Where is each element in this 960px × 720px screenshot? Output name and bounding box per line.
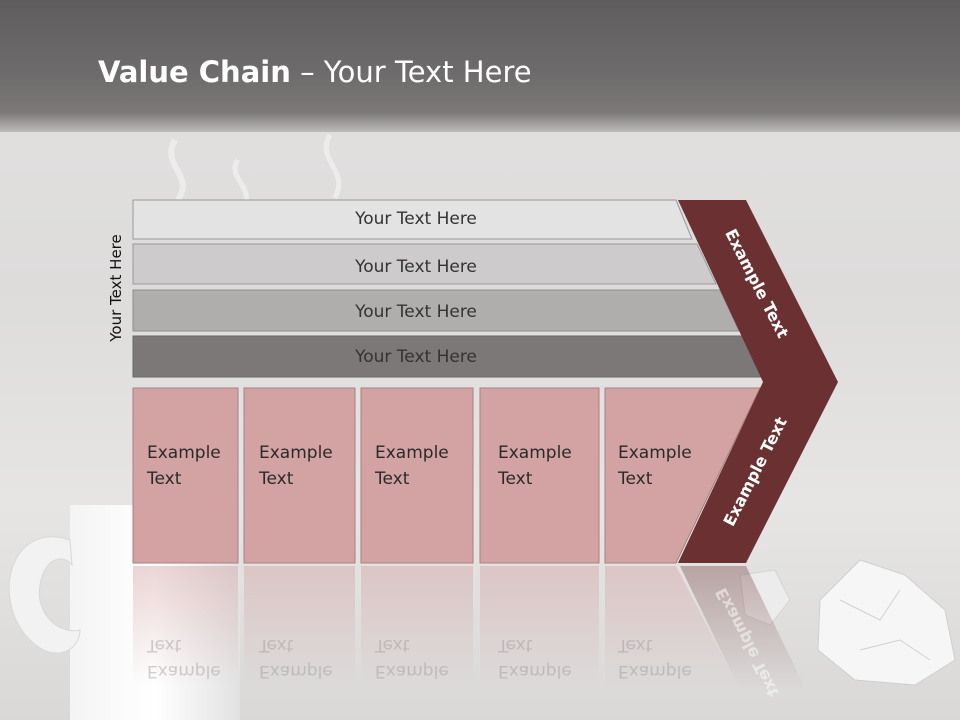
- vertical-side-label: Your Text Here: [107, 234, 125, 342]
- support-row-1: [132, 199, 693, 240]
- support-row-2-label: Your Text Here: [355, 257, 477, 277]
- primary-column-4: [479, 387, 600, 564]
- crumpled-paper-icon: [739, 559, 956, 686]
- title-bold: Value Chain: [98, 55, 291, 89]
- primary-column-5: [604, 387, 761, 564]
- margin-chevron: [678, 200, 838, 563]
- support-row-4-label: Your Text Here: [355, 347, 477, 367]
- support-row-3: [132, 289, 740, 332]
- header-band: [0, 0, 960, 132]
- support-row-3-label: Your Text Here: [355, 302, 477, 322]
- page-title: Value Chain – Your Text Here: [98, 52, 532, 92]
- primary-column-1: [132, 387, 239, 564]
- diagram-reflection: [133, 566, 806, 690]
- primary-column-3: [360, 387, 474, 564]
- support-row-1-label: Your Text Here: [355, 209, 477, 229]
- support-row-2: [132, 243, 717, 285]
- primary-column-2: [243, 387, 356, 564]
- title-rest: – Your Text Here: [290, 55, 532, 89]
